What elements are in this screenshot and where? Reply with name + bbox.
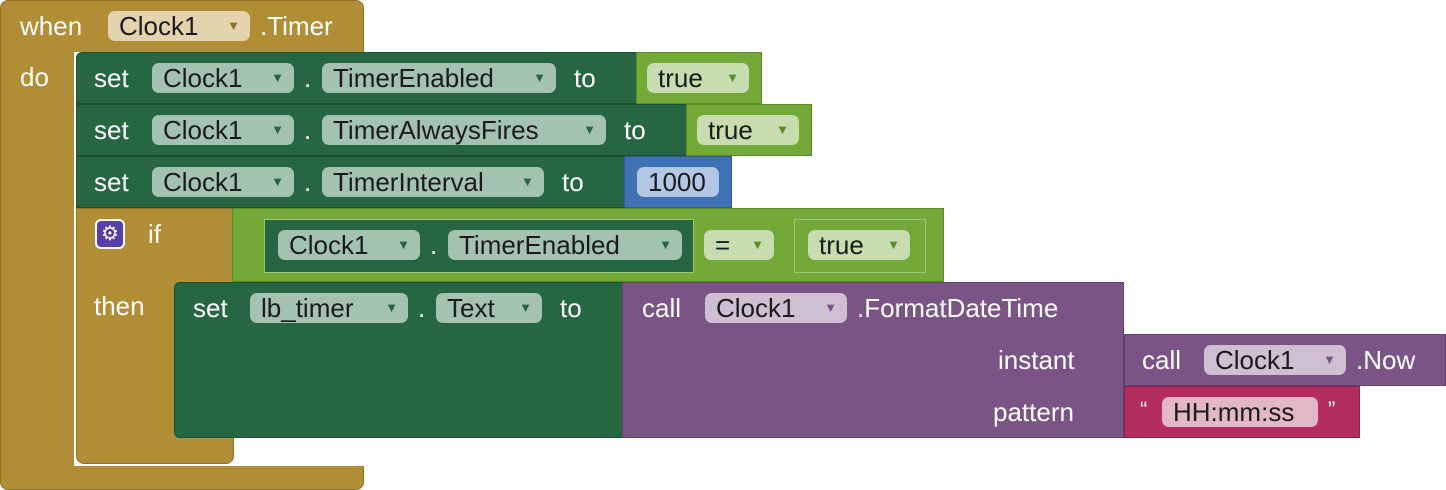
boolean-dropdown-true[interactable]: true ▼ bbox=[697, 115, 799, 145]
instant-param-label: instant bbox=[998, 345, 1075, 375]
chevron-down-icon: ▼ bbox=[776, 122, 789, 137]
chevron-down-icon: ▼ bbox=[397, 237, 410, 252]
boolean-dropdown-true[interactable]: true ▼ bbox=[647, 63, 749, 93]
to-keyword: to bbox=[624, 115, 646, 145]
number-field-1000[interactable]: 1000 bbox=[637, 167, 719, 197]
set-keyword: set bbox=[94, 63, 129, 93]
then-keyword: then bbox=[94, 291, 145, 321]
boolean-dropdown-true[interactable]: true ▼ bbox=[808, 230, 910, 260]
dot-separator: . bbox=[304, 115, 312, 145]
to-keyword: to bbox=[574, 63, 596, 93]
open-quote: “ bbox=[1140, 397, 1148, 422]
pattern-param-label: pattern bbox=[993, 397, 1074, 427]
dot-separator: . bbox=[430, 230, 438, 260]
property-dropdown-timer-always-fires[interactable]: TimerAlwaysFires ▼ bbox=[322, 115, 606, 145]
chevron-down-icon: ▼ bbox=[583, 122, 596, 137]
when-keyword: when bbox=[20, 11, 83, 41]
do-keyword: do bbox=[20, 62, 49, 92]
call-keyword: call bbox=[642, 293, 682, 323]
set-keyword: set bbox=[94, 167, 129, 197]
chevron-down-icon: ▼ bbox=[271, 122, 284, 137]
method-name: .FormatDateTime bbox=[857, 293, 1059, 323]
property-dropdown-text[interactable]: Text ▼ bbox=[436, 293, 542, 323]
chevron-down-icon: ▼ bbox=[521, 174, 534, 189]
event-name: .Timer bbox=[260, 11, 333, 41]
component-dropdown-clock1[interactable]: Clock1 ▼ bbox=[278, 230, 420, 260]
if-keyword: if bbox=[148, 219, 161, 249]
chevron-down-icon: ▼ bbox=[533, 70, 546, 85]
chevron-down-icon: ▼ bbox=[824, 300, 837, 315]
property-dropdown-timer-enabled[interactable]: TimerEnabled ▼ bbox=[322, 63, 556, 93]
chevron-down-icon: ▼ bbox=[271, 174, 284, 189]
to-keyword: to bbox=[562, 167, 584, 197]
component-dropdown-clock1[interactable]: Clock1 ▼ bbox=[1204, 345, 1346, 375]
set-keyword: set bbox=[94, 115, 129, 145]
chevron-down-icon: ▼ bbox=[227, 18, 240, 33]
operator-dropdown-equals[interactable]: = ▼ bbox=[704, 230, 774, 260]
chevron-down-icon: ▼ bbox=[659, 237, 672, 252]
to-keyword: to bbox=[560, 293, 582, 323]
mutator-gear-icon[interactable]: ⚙ bbox=[95, 219, 125, 249]
dot-separator: . bbox=[418, 293, 426, 323]
close-quote: ” bbox=[1328, 397, 1336, 422]
component-dropdown-clock1[interactable]: Clock1 ▼ bbox=[152, 115, 294, 145]
call-keyword: call bbox=[1142, 345, 1182, 375]
component-dropdown-lb-timer[interactable]: lb_timer ▼ bbox=[250, 293, 408, 323]
component-dropdown-clock1[interactable]: Clock1 ▼ bbox=[152, 63, 294, 93]
chevron-down-icon: ▼ bbox=[887, 237, 900, 252]
dot-separator: . bbox=[304, 167, 312, 197]
set-keyword: set bbox=[193, 293, 228, 323]
event-component-dropdown[interactable]: Clock1 ▼ bbox=[108, 11, 250, 41]
chevron-down-icon: ▼ bbox=[519, 300, 532, 315]
text-field-pattern[interactable]: HH:mm:ss bbox=[1162, 397, 1318, 427]
property-dropdown-timer-enabled[interactable]: TimerEnabled ▼ bbox=[448, 230, 682, 260]
chevron-down-icon: ▼ bbox=[726, 70, 739, 85]
chevron-down-icon: ▼ bbox=[385, 300, 398, 315]
component-dropdown-clock1[interactable]: Clock1 ▼ bbox=[705, 293, 847, 323]
component-dropdown-clock1[interactable]: Clock1 ▼ bbox=[152, 167, 294, 197]
method-name: .Now bbox=[1356, 345, 1416, 375]
chevron-down-icon: ▼ bbox=[271, 70, 284, 85]
chevron-down-icon: ▼ bbox=[751, 237, 764, 252]
chevron-down-icon: ▼ bbox=[1323, 352, 1336, 367]
dot-separator: . bbox=[304, 63, 312, 93]
property-dropdown-timer-interval[interactable]: TimerInterval ▼ bbox=[322, 167, 544, 197]
